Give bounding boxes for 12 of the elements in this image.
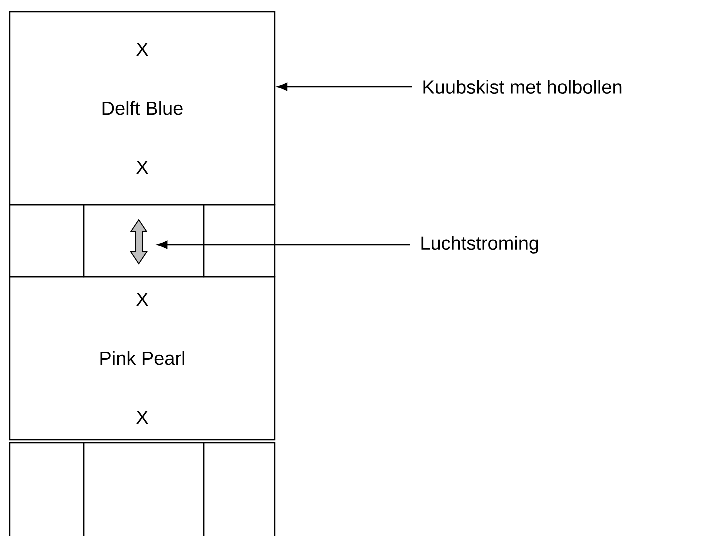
callout-text: Luchtstroming xyxy=(422,236,538,254)
box-cell xyxy=(203,442,276,536)
box-cell xyxy=(9,442,85,536)
leader-arrow xyxy=(277,82,412,92)
box-cell xyxy=(83,204,205,278)
box-cell xyxy=(203,204,276,278)
storage-box: X Pink Pearl X xyxy=(9,276,276,441)
leader-arrow xyxy=(158,240,410,250)
box-cell xyxy=(83,442,205,536)
box-cell xyxy=(9,204,85,278)
storage-box: X Delft Blue X xyxy=(9,11,276,206)
callout-text: Kuubskist met holbollen xyxy=(424,80,622,94)
